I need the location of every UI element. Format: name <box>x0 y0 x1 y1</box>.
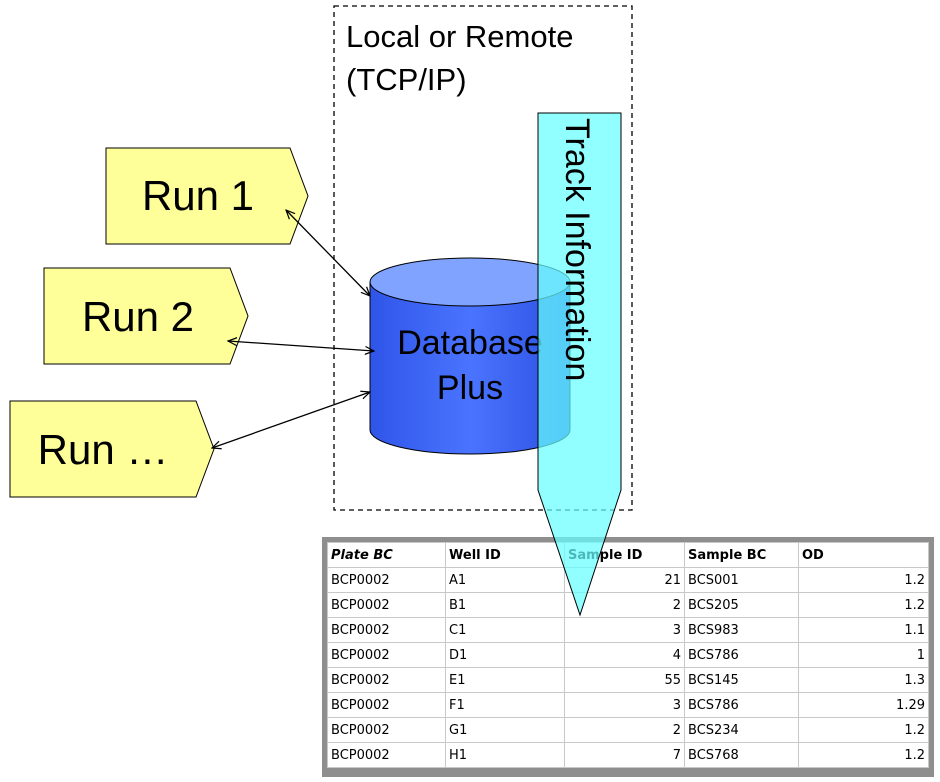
cell-plate-bc: BCP0002 <box>327 667 446 693</box>
cell-well-id: D1 <box>445 642 565 668</box>
column-header-sample-bc: Sample BC <box>684 542 799 568</box>
cell-od: 1.2 <box>798 567 929 593</box>
cell-plate-bc: BCP0002 <box>327 567 446 593</box>
cell-sample-bc: BCS145 <box>684 667 799 693</box>
run-tag-1: Run 1 <box>105 147 309 245</box>
column-header-od: OD <box>798 542 929 568</box>
network-label-line2: (TCP/IP) <box>346 62 467 97</box>
cell-plate-bc: BCP0002 <box>327 617 446 643</box>
cell-well-id: B1 <box>445 592 565 618</box>
cell-plate-bc: BCP0002 <box>327 692 446 718</box>
cell-sample-bc: BCS234 <box>684 717 799 743</box>
cell-sample-id: 2 <box>564 592 685 618</box>
cell-sample-id: 21 <box>564 567 685 593</box>
connector-run-3 <box>212 392 370 448</box>
table-header-row: Plate BC Well ID Sample ID Sample BC OD <box>327 542 929 568</box>
cell-sample-bc: BCS786 <box>684 692 799 718</box>
run-tag-2-label: Run 2 <box>82 293 194 340</box>
cell-sample-bc: BCS768 <box>684 742 799 768</box>
cell-well-id: C1 <box>445 617 565 643</box>
database-cylinder: Database Plus <box>369 257 571 455</box>
cell-sample-bc: BCS786 <box>684 642 799 668</box>
cell-sample-bc: BCS205 <box>684 592 799 618</box>
connector-run-1 <box>286 210 370 296</box>
cell-sample-id: 55 <box>564 667 685 693</box>
data-table: Plate BC Well ID Sample ID Sample BC OD … <box>327 542 929 768</box>
data-table-container: Plate BC Well ID Sample ID Sample BC OD … <box>322 537 934 777</box>
cell-well-id: F1 <box>445 692 565 718</box>
cell-sample-id: 7 <box>564 742 685 768</box>
cell-plate-bc: BCP0002 <box>327 592 446 618</box>
cell-sample-id: 3 <box>564 617 685 643</box>
cell-od: 1.2 <box>798 717 929 743</box>
cell-od: 1.1 <box>798 617 929 643</box>
cell-plate-bc: BCP0002 <box>327 717 446 743</box>
cell-od: 1.29 <box>798 692 929 718</box>
cell-od: 1.2 <box>798 592 929 618</box>
cell-well-id: A1 <box>445 567 565 593</box>
network-label-line1: Local or Remote <box>346 19 573 54</box>
cell-well-id: G1 <box>445 717 565 743</box>
run-tag-3: Run … <box>9 400 215 498</box>
cell-plate-bc: BCP0002 <box>327 742 446 768</box>
cell-sample-id: 4 <box>564 642 685 668</box>
cell-sample-id: 2 <box>564 717 685 743</box>
database-label-line2: Plus <box>437 369 503 407</box>
cell-od: 1.3 <box>798 667 929 693</box>
database-label-line1: Database <box>397 324 543 362</box>
cell-od: 1 <box>798 642 929 668</box>
column-header-well-id: Well ID <box>445 542 565 568</box>
cell-well-id: E1 <box>445 667 565 693</box>
column-header-sample-id: Sample ID <box>564 542 685 568</box>
column-header-plate-bc: Plate BC <box>327 542 446 568</box>
cell-sample-bc: BCS983 <box>684 617 799 643</box>
cell-well-id: H1 <box>445 742 565 768</box>
connector-run-2 <box>228 341 374 351</box>
run-tag-3-label: Run … <box>38 426 169 473</box>
run-tag-1-label: Run 1 <box>142 172 254 219</box>
cell-plate-bc: BCP0002 <box>327 642 446 668</box>
run-tag-2: Run 2 <box>43 267 249 365</box>
cell-od: 1.2 <box>798 742 929 768</box>
cell-sample-bc: BCS001 <box>684 567 799 593</box>
cell-sample-id: 3 <box>564 692 685 718</box>
